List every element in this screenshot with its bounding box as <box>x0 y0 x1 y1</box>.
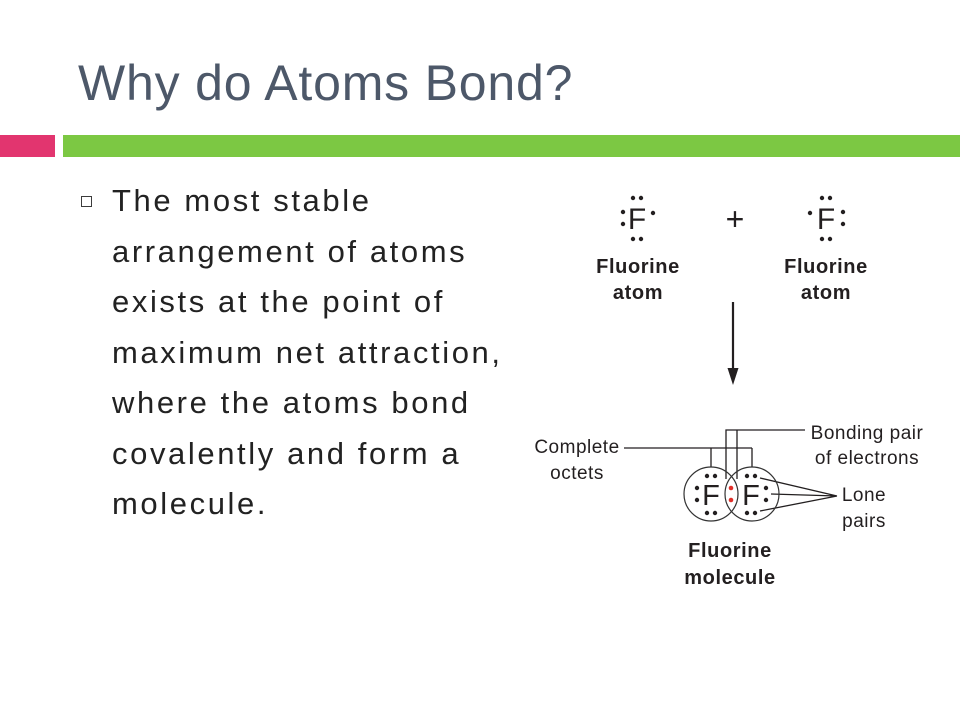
right-fluorine-atom: F <box>807 195 846 242</box>
valence-electron-dot <box>620 209 626 215</box>
molecule-label-line2: molecule <box>684 567 776 589</box>
molecule-right-atom-symbol: F <box>742 480 760 512</box>
right-atom-label-line1: Fluorine <box>784 256 868 278</box>
unpaired-electron-dot <box>807 210 813 216</box>
bullet-text-line: where the atoms bond <box>112 385 471 420</box>
left-fluorine-atom: F <box>620 195 656 242</box>
complete-octets-leader-line <box>624 447 753 467</box>
right-octet-circle <box>724 466 780 522</box>
left-octet-circle <box>683 466 739 522</box>
bullet-text-line: molecule. <box>112 486 269 521</box>
valence-electron-dot <box>638 236 644 242</box>
down-arrow-icon <box>727 302 739 385</box>
bullet-square-icon <box>81 196 92 207</box>
lone-pair-electron-dot <box>712 473 718 479</box>
arrow-head <box>727 368 739 385</box>
bullet-text-line: The most stable <box>112 183 372 218</box>
lone-pairs-label-line1: Lone <box>842 485 886 506</box>
valence-electron-dot <box>827 195 833 201</box>
lone-pair-electron-dot <box>704 473 710 479</box>
lone-pair-electron-dot <box>694 497 700 503</box>
bonding-pair-label-line1: Bonding pair <box>811 423 924 444</box>
lone-pair-electron-dot <box>712 510 718 516</box>
title-divider-green-bar <box>63 135 960 157</box>
lone-pair-electron-dot <box>694 485 700 491</box>
left-atom-label-line1: Fluorine <box>596 256 680 278</box>
lone-pair-electron-dot <box>752 510 758 516</box>
fluorine-molecule: F F <box>683 466 780 522</box>
valence-electron-dot <box>819 236 825 242</box>
lone-pairs-leader-lines <box>759 477 838 512</box>
bullet-text-line: covalently and form a <box>112 435 462 471</box>
lone-pair-electron-dot <box>763 497 769 503</box>
left-atom-symbol: F <box>628 203 646 236</box>
bonding-pair-electron-dot <box>728 497 734 503</box>
bullet-text-line: exists at the point of <box>112 284 445 319</box>
valence-electron-dot <box>840 221 846 227</box>
valence-electron-dot <box>827 236 833 242</box>
bullet-paragraph: The most stable arrangement of atoms exi… <box>112 176 503 530</box>
lone-pair-electron-dot <box>744 510 750 516</box>
valence-electron-dot <box>620 221 626 227</box>
valence-electron-dot <box>840 209 846 215</box>
slide-title: Why do Atoms Bond? <box>78 55 574 111</box>
lone-pairs-label-line2: pairs <box>842 511 886 532</box>
plus-sign: + <box>726 201 745 237</box>
complete-octets-label-line2: octets <box>550 463 604 484</box>
valence-electron-dot <box>630 195 636 201</box>
lone-pair-electron-dot <box>763 485 769 491</box>
left-atom-label-line2: atom <box>613 282 663 304</box>
title-divider-pink-segment <box>0 135 55 157</box>
valence-electron-dot <box>638 195 644 201</box>
molecule-label-line1: Fluorine <box>688 540 772 562</box>
bonding-pair-label-line2: of electrons <box>815 448 919 469</box>
right-atom-label-line2: atom <box>801 282 851 304</box>
valence-electron-dot <box>819 195 825 201</box>
fluorine-bonding-diagram: F + F Fluorine atom Fluorine atom <box>534 195 924 589</box>
lone-pair-electron-dot <box>704 510 710 516</box>
bullet-text-line: arrangement of atoms <box>112 233 468 269</box>
lone-pair-electron-dot <box>744 473 750 479</box>
right-atom-symbol: F <box>817 203 835 236</box>
valence-electron-dot <box>630 236 636 242</box>
lone-pair-electron-dot <box>752 473 758 479</box>
unpaired-electron-dot <box>650 210 656 216</box>
bullet-text-line: maximum net attraction, <box>112 334 503 370</box>
molecule-left-atom-symbol: F <box>702 480 720 512</box>
complete-octets-label-line1: Complete <box>534 437 619 458</box>
bonding-pair-electron-dot <box>728 485 734 491</box>
